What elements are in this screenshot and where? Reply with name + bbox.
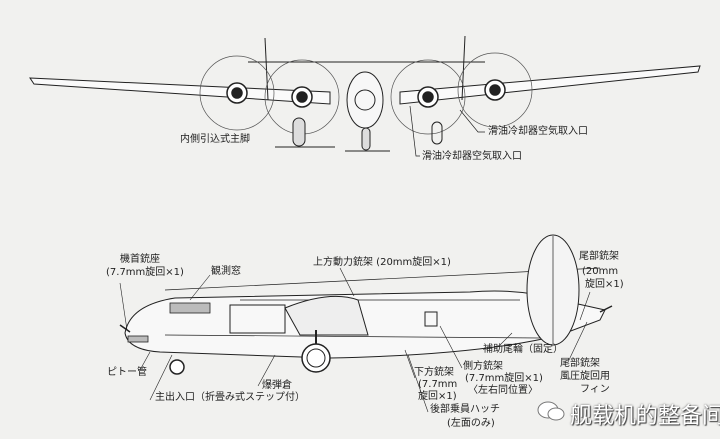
label-tail-wheel: 補助尾輪（固定） xyxy=(483,344,563,355)
label-main-entrance: 主出入口（折畳み式ステップ付） xyxy=(155,392,305,403)
label-tail-fin-2: 風圧旋回用 xyxy=(560,371,610,382)
label-rear-hatch: 後部乗員ハッチ xyxy=(430,404,500,415)
label-main-gear: 内側引込式主脚 xyxy=(180,134,250,145)
main-gear-wheel xyxy=(292,117,306,147)
tail-fin-right xyxy=(461,35,466,101)
dorsal-turret-fairing xyxy=(284,295,369,336)
watermark: 舰载机的整备间 xyxy=(570,404,720,429)
label-pitot: ピトー管 xyxy=(107,367,147,378)
engine-nacelles xyxy=(226,79,506,108)
wechat-icon xyxy=(537,401,565,421)
label-tail-turret-caliber: (20mm xyxy=(582,266,619,277)
label-dorsal-turret: 上方動力銃架 (20mm旋回×1) xyxy=(313,257,451,268)
fuselage-front xyxy=(346,71,384,129)
nose-turret-front xyxy=(354,89,376,111)
label-oil-cooler-inner: 滑油冷却器空気取入口 xyxy=(422,151,522,162)
tail-gun xyxy=(599,305,613,313)
label-tail-fin-1: 尾部銃架 xyxy=(560,358,600,369)
label-tail-turret-count: 旋回×1) xyxy=(585,279,624,290)
label-observation-window: 観測窓 xyxy=(211,266,241,277)
label-nose-turret: 機首銃座 xyxy=(120,254,160,265)
side-gun-window xyxy=(424,311,438,327)
nose-gun xyxy=(119,324,131,333)
label-rear-hatch-note: (左面のみ) xyxy=(447,418,495,429)
nose-gear-wheel xyxy=(361,127,371,151)
tail-fin-left xyxy=(264,37,269,101)
propeller-discs xyxy=(199,52,533,135)
label-ventral-gun: 下方銃架 xyxy=(414,367,454,378)
label-side-gun-position: 〈左右同位置〉 xyxy=(468,385,538,396)
label-oil-cooler-outer: 滑油冷却器空気取入口 xyxy=(488,126,588,137)
label-bomb-bay: 爆弾倉 xyxy=(262,380,292,391)
label-side-gun: 側方銃架 xyxy=(463,361,503,372)
oil-cooler-intake xyxy=(431,121,443,145)
label-nose-turret-detail: (7.7mm旋回×1) xyxy=(106,267,184,278)
label-ventral-gun-count: 旋回×1) xyxy=(418,391,457,402)
cockpit-windows xyxy=(127,302,211,343)
label-ventral-gun-caliber: (7.7mm xyxy=(418,379,458,390)
leader-lines xyxy=(119,267,591,413)
front-view xyxy=(29,35,701,157)
side-view xyxy=(119,234,613,413)
label-side-gun-detail: (7.7mm旋回×1) xyxy=(465,373,543,384)
nose-wheel xyxy=(169,359,185,375)
label-tail-turret: 尾部銃架 xyxy=(579,251,619,262)
main-wheel xyxy=(301,343,331,373)
label-tail-fin-3: フィン xyxy=(580,384,610,395)
wing-leading-edge xyxy=(164,267,601,291)
engine-nacelle-side xyxy=(229,304,286,334)
